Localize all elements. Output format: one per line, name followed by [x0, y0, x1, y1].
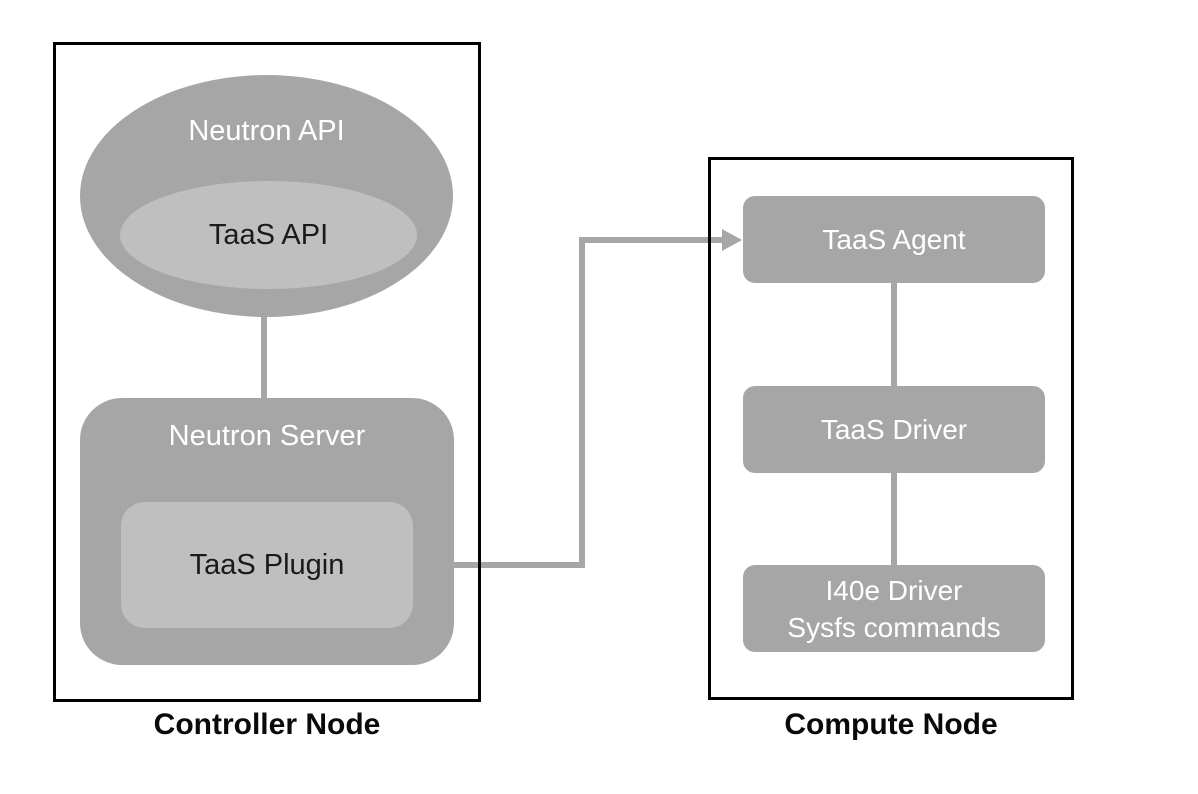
- compute-node-label: Compute Node: [784, 708, 998, 741]
- connector-plugin-to-agent-arrow: [454, 237, 728, 568]
- i40e-driver-rect: I40e Driver Sysfs commands: [743, 565, 1045, 652]
- taas-api-ellipse: TaaS API: [120, 181, 417, 289]
- neutron-api-ellipse: Neutron API TaaS API: [80, 75, 453, 317]
- taas-driver-rect: TaaS Driver: [743, 386, 1045, 473]
- taas-plugin-rect: TaaS Plugin: [121, 502, 413, 628]
- taas-driver-label: TaaS Driver: [820, 414, 968, 445]
- taas-api-label: TaaS API: [208, 218, 329, 251]
- i40e-driver-label-line2: Sysfs commands: [787, 611, 1001, 643]
- taas-agent-rect: TaaS Agent: [743, 196, 1045, 283]
- neutron-api-label: Neutron API: [188, 115, 345, 147]
- arrowhead-icon: [722, 229, 742, 251]
- taas-agent-label: TaaS Agent: [822, 224, 966, 255]
- controller-node-box: [53, 42, 481, 702]
- controller-node-label: Controller Node: [153, 708, 381, 741]
- taas-plugin-label: TaaS Plugin: [189, 548, 345, 581]
- neutron-server-rect: Neutron Server TaaS Plugin: [80, 398, 454, 665]
- i40e-driver-label-line1: I40e Driver: [825, 574, 963, 606]
- neutron-server-label: Neutron Server: [168, 420, 366, 452]
- compute-node-box: [708, 157, 1074, 700]
